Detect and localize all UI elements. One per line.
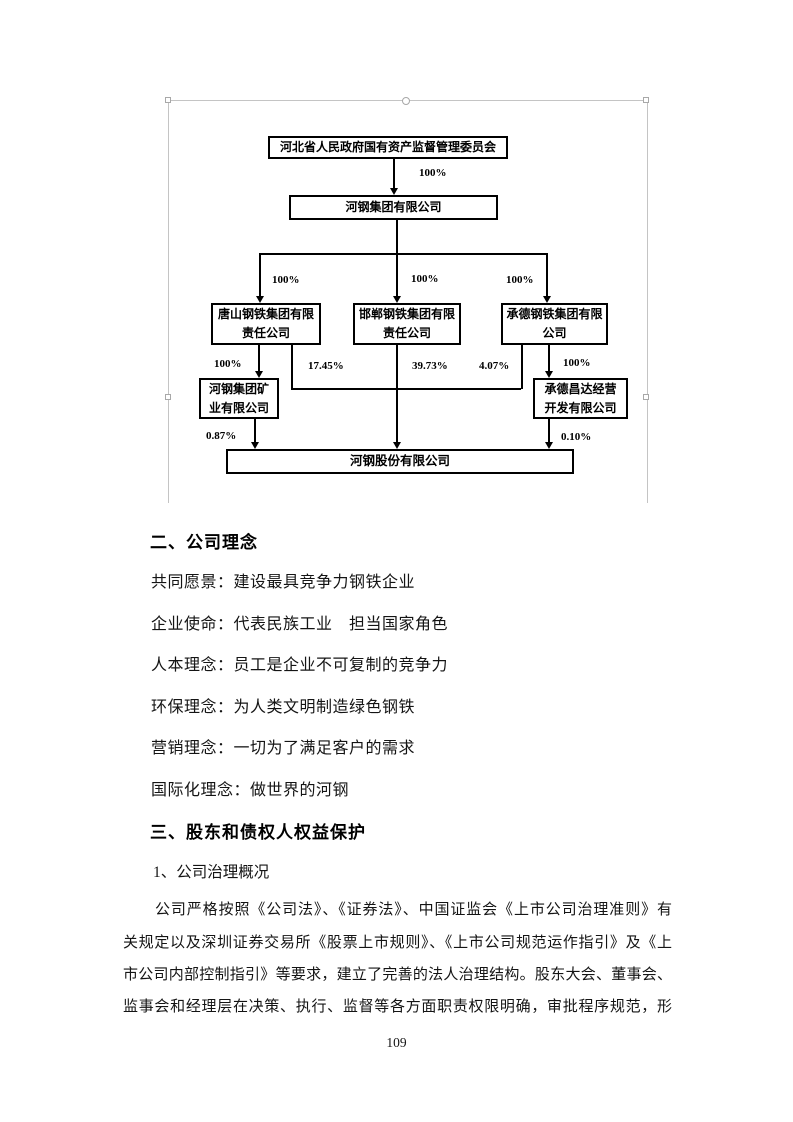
ownership-label: 100% bbox=[214, 358, 242, 370]
arrow-down-icon bbox=[392, 296, 401, 303]
connector-line bbox=[259, 253, 547, 255]
ownership-label: 100% bbox=[272, 274, 300, 286]
org-node-changda: 承德昌达经营 开发有限公司 bbox=[533, 378, 628, 419]
ownership-label: 100% bbox=[563, 357, 591, 369]
arrow-down-icon bbox=[392, 442, 401, 449]
org-node-hbis-group: 河钢集团有限公司 bbox=[289, 195, 498, 220]
paragraph-line: 公司严格按照《公司法》、《证券法》、中国证监会《上市公司治理准则》有 bbox=[155, 902, 672, 918]
philosophy-line: 人本理念：员工是企业不可复制的竞争力 bbox=[151, 657, 449, 674]
connector-line bbox=[396, 253, 398, 297]
ownership-label: 17.45% bbox=[308, 360, 344, 372]
arrow-down-icon bbox=[255, 296, 264, 303]
connector-line bbox=[291, 388, 521, 390]
org-node-sasac: 河北省人民政府国有资产监督管理委员会 bbox=[268, 136, 508, 159]
paragraph-line: 关规定以及深圳证券交易所《股票上市规则》、《上市公司规范运作指引》及《上 bbox=[123, 935, 672, 951]
connector-line bbox=[396, 345, 398, 443]
philosophy-line: 企业使命：代表民族工业 担当国家角色 bbox=[151, 616, 449, 633]
connector-line bbox=[521, 345, 523, 389]
ownership-label: 100% bbox=[419, 167, 447, 179]
org-node-mining: 河钢集团矿 业有限公司 bbox=[199, 378, 279, 419]
org-node-handan: 邯郸钢铁集团有限 责任公司 bbox=[353, 303, 461, 345]
arrow-down-icon bbox=[544, 442, 553, 449]
arrow-down-icon bbox=[389, 188, 398, 195]
section-heading-governance: 三、股东和债权人权益保护 bbox=[150, 823, 366, 842]
philosophy-line: 环保理念：为人类文明制造绿色钢铁 bbox=[151, 699, 416, 716]
org-node-hbis-co: 河钢股份有限公司 bbox=[226, 449, 574, 474]
connector-line bbox=[548, 345, 550, 372]
org-node-tangshan: 唐山钢铁集团有限 责任公司 bbox=[211, 303, 321, 345]
connector-line bbox=[546, 253, 548, 297]
arrow-down-icon bbox=[254, 371, 263, 378]
paragraph-line: 市公司内部控制指引》等要求，建立了完善的法人治理结构。股东大会、董事会、 bbox=[123, 967, 672, 983]
arrow-down-icon bbox=[250, 442, 259, 449]
resize-handle-top-center[interactable] bbox=[402, 97, 410, 105]
connector-line bbox=[259, 253, 261, 297]
section-heading-philosophy: 二、公司理念 bbox=[150, 533, 258, 552]
connector-line bbox=[548, 419, 550, 443]
connector-line bbox=[291, 345, 293, 389]
ownership-label: 100% bbox=[411, 273, 439, 285]
paragraph-line: 监事会和经理层在决策、执行、监督等各方面职责权限明确，审批程序规范，形 bbox=[123, 999, 672, 1015]
resize-handle-right[interactable] bbox=[643, 394, 649, 400]
philosophy-line: 营销理念：一切为了满足客户的需求 bbox=[151, 740, 416, 757]
page-number: 109 bbox=[386, 1035, 407, 1050]
ownership-label: 4.07% bbox=[479, 360, 510, 372]
philosophy-line: 国际化理念：做世界的河钢 bbox=[151, 782, 350, 799]
connector-line bbox=[258, 345, 260, 372]
ownership-label: 0.87% bbox=[206, 430, 237, 442]
arrow-down-icon bbox=[544, 371, 553, 378]
org-chart-image[interactable]: 河北省人民政府国有资产监督管理委员会 河钢集团有限公司 唐山钢铁集团有限 责任公… bbox=[165, 97, 649, 503]
resize-handle-top-right[interactable] bbox=[643, 97, 649, 103]
arrow-down-icon bbox=[542, 296, 551, 303]
ownership-label: 39.73% bbox=[412, 360, 448, 372]
resize-handle-top-left[interactable] bbox=[165, 97, 171, 103]
philosophy-line: 共同愿景：建设最具竞争力钢铁企业 bbox=[151, 574, 416, 591]
connector-line bbox=[393, 159, 395, 189]
connector-line bbox=[396, 220, 398, 253]
ownership-label: 100% bbox=[506, 274, 534, 286]
org-node-chengde: 承德钢铁集团有限 公司 bbox=[501, 303, 608, 345]
ownership-label: 0.10% bbox=[561, 431, 592, 443]
resize-handle-left[interactable] bbox=[165, 394, 171, 400]
governance-subheading: 1、公司治理概况 bbox=[153, 864, 270, 881]
connector-line bbox=[254, 419, 256, 443]
